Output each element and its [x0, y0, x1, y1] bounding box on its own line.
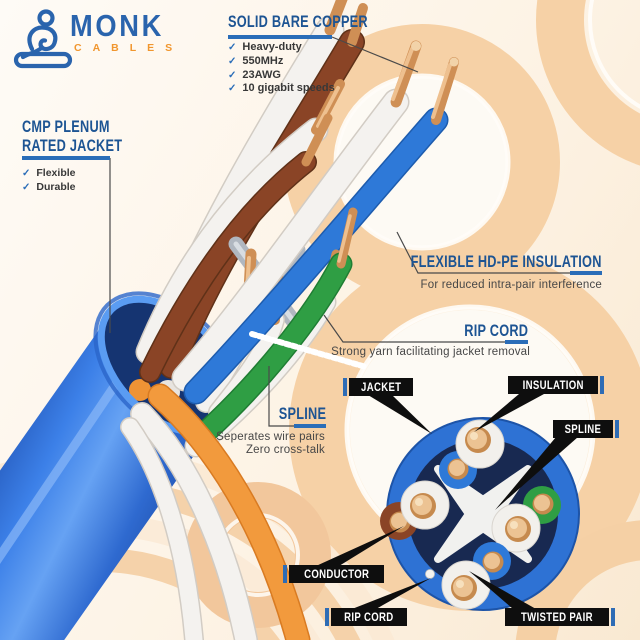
jacket-callout-pointer: [368, 395, 432, 434]
label-conductor: CONDUCTOR: [283, 565, 385, 583]
twisted-pair-callout-pointer: [469, 571, 536, 609]
spline-underline: [294, 424, 326, 428]
label-accent-bar: [343, 378, 347, 396]
wire-bundle: [120, 0, 459, 640]
spline-title: SPLINE: [278, 404, 326, 423]
bullet-item: ✓23AWG: [228, 68, 281, 81]
rip-cord-string: [249, 331, 369, 370]
insulation-callout-pointer: [474, 394, 544, 432]
monk-logo-icon: [13, 9, 73, 69]
brand-name: MONK: [70, 8, 177, 44]
callout-pointers: [316, 394, 578, 609]
rip-cord-callout-pointer: [352, 578, 431, 609]
check-icon: ✓: [228, 83, 237, 95]
rip-cord-dot: [425, 569, 435, 579]
label-jacket: JACKET: [343, 378, 414, 396]
pair-right: [491, 486, 561, 553]
spline-subtitle-1: Seperates wire pairs: [216, 431, 325, 443]
solid-bare-copper-title: SOLID BARE COPPER: [228, 12, 368, 31]
bullet-item: ✓10 gigabit speeds: [228, 82, 335, 95]
label-accent-bar: [610, 608, 615, 626]
leader-lines: [109, 36, 570, 427]
rip-cord-underline: [505, 340, 528, 344]
check-icon: ✓: [228, 69, 237, 81]
pair-left: [380, 480, 450, 540]
conductor-callout-pointer: [316, 526, 404, 566]
label-insulation: INSULATION: [508, 376, 605, 394]
check-icon: ✓: [228, 42, 237, 53]
bullet-item: ✓550MHz: [228, 54, 284, 67]
cross-section-diagram: [380, 417, 580, 611]
solid-bare-copper-bullets: ✓Heavy-duty ✓550MHz ✓23AWG ✓10 gigabit s…: [228, 41, 335, 96]
spline-subtitle-2: Zero cross-talk: [245, 444, 325, 456]
cmp-jacket-title: CMP PLENUM RATED JACKET: [22, 117, 123, 155]
check-icon: ✓: [228, 55, 237, 67]
pair-top: [439, 419, 505, 489]
rip-cord-title: RIP CORD: [464, 321, 528, 340]
brand-name-text: MONK: [70, 8, 164, 43]
check-icon: ✓: [22, 168, 31, 179]
hdpe-insulation-underline: [570, 271, 602, 275]
bullet-item: ✓Durable: [22, 180, 76, 193]
pair-bottom: [441, 542, 511, 610]
label-twisted-pair: TWISTED PAIR: [505, 608, 615, 626]
hdpe-insulation-subtitle: For reduced intra-pair interference: [420, 279, 602, 291]
label-accent-bar: [600, 376, 605, 394]
label-spline: SPLINE: [553, 420, 619, 438]
label-accent-bar: [325, 608, 329, 626]
cmp-jacket-bullets: ✓Flexible ✓Durable: [22, 167, 76, 195]
solid-bare-copper-underline: [228, 35, 332, 39]
bullet-item: ✓Flexible: [22, 167, 76, 179]
label-rip-cord: RIP CORD: [325, 608, 407, 626]
rip-cord-subtitle: Strong yarn facilitating jacket removal: [331, 346, 530, 358]
hdpe-insulation-title: FLEXIBLE HD-PE INSULATION: [411, 252, 602, 271]
cmp-jacket-underline: [22, 156, 110, 160]
spline-callout-pointer: [495, 437, 578, 510]
check-icon: ✓: [22, 181, 31, 193]
brand-subname: CABLES: [74, 42, 184, 54]
bullet-item: ✓Heavy-duty: [228, 41, 302, 53]
label-accent-bar: [283, 565, 287, 583]
label-accent-bar: [614, 420, 619, 438]
